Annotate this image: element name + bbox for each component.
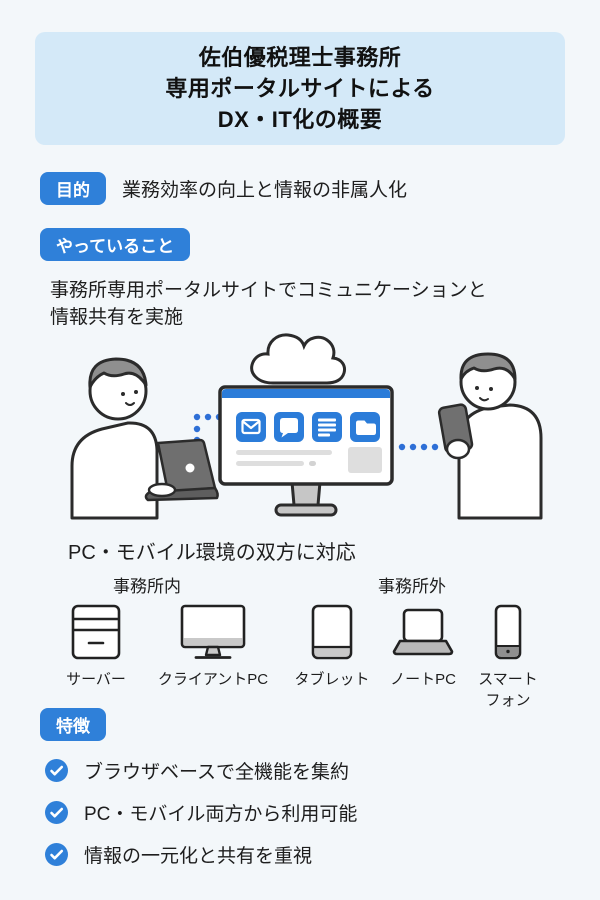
device-tablet: タブレット: [272, 602, 392, 690]
feature-item: PC・モバイル両方から利用可能: [45, 799, 357, 826]
feature-item: ブラウザベースで全機能を集約: [45, 757, 357, 784]
device-label: スマートフォン: [478, 671, 538, 709]
feature-item: 情報の一元化と共有を重視: [45, 841, 357, 868]
cloud-icon: [250, 333, 346, 385]
environment-caption: PC・モバイル環境の双方に対応: [68, 542, 356, 564]
device-label: サーバー: [66, 671, 126, 688]
page-title-line-1: 佐伯優税理士事務所: [198, 45, 402, 70]
check-icon: [45, 759, 68, 782]
features-badge: 特徴: [40, 708, 106, 741]
feature-text: 情報の一元化と共有を重視: [84, 846, 313, 867]
device-smartphone: スマートフォン: [475, 602, 541, 711]
check-icon: [45, 801, 68, 824]
activity-description: 事務所専用ポータルサイトでコミュニケーションと 情報共有を実施: [50, 277, 570, 331]
purpose-text: 業務効率の向上と情報の非属人化: [122, 180, 408, 201]
list-icon: [312, 412, 342, 442]
server-icon: [70, 602, 122, 660]
location-label-inside: 事務所内: [113, 577, 181, 596]
activity-description-line-1: 事務所専用ポータルサイトでコミュニケーションと: [50, 280, 487, 301]
device-label: タブレット: [294, 671, 370, 688]
smartphone-icon: [493, 602, 523, 660]
location-label-outside: 事務所外: [378, 577, 446, 596]
monitor-illustration: [218, 385, 394, 517]
dotted-connector-right: [398, 443, 439, 451]
person-laptop-illustration: [70, 357, 219, 520]
tablet-icon: [310, 602, 354, 660]
check-icon: [45, 843, 68, 866]
note-pc-icon: [390, 602, 456, 660]
folder-icon: [350, 412, 380, 442]
feature-list: ブラウザベースで全機能を集約 PC・モバイル両方から利用可能 情報の一元化と共有…: [45, 757, 357, 868]
client-pc-icon: [179, 602, 247, 660]
portal-illustration: [70, 333, 543, 520]
title-box: 佐伯優税理士事務所 専用ポータルサイトによる DX・IT化の概要: [35, 32, 565, 145]
device-server: サーバー: [36, 602, 156, 690]
activity-badge: やっていること: [40, 228, 191, 261]
feature-text: PC・モバイル両方から利用可能: [84, 804, 358, 825]
dotted-connector-left: [193, 413, 223, 444]
device-client-pc: クライアントPC: [148, 602, 278, 690]
mail-icon: [236, 412, 266, 442]
page-title-line-2: 専用ポータルサイトによる: [165, 76, 435, 101]
feature-text: ブラウザベースで全機能を集約: [84, 762, 350, 783]
purpose-section: 目的 業務効率の向上と情報の非属人化: [40, 172, 407, 205]
chat-icon: [274, 412, 304, 442]
page-title-line-3: DX・IT化の概要: [217, 107, 383, 132]
device-label: ノートPC: [390, 671, 456, 688]
person-phone-illustration: [437, 352, 543, 520]
device-note-pc: ノートPC: [363, 602, 483, 690]
purpose-badge: 目的: [40, 172, 106, 205]
activity-description-line-2: 情報共有を実施: [50, 307, 184, 328]
device-label: クライアントPC: [157, 671, 269, 688]
